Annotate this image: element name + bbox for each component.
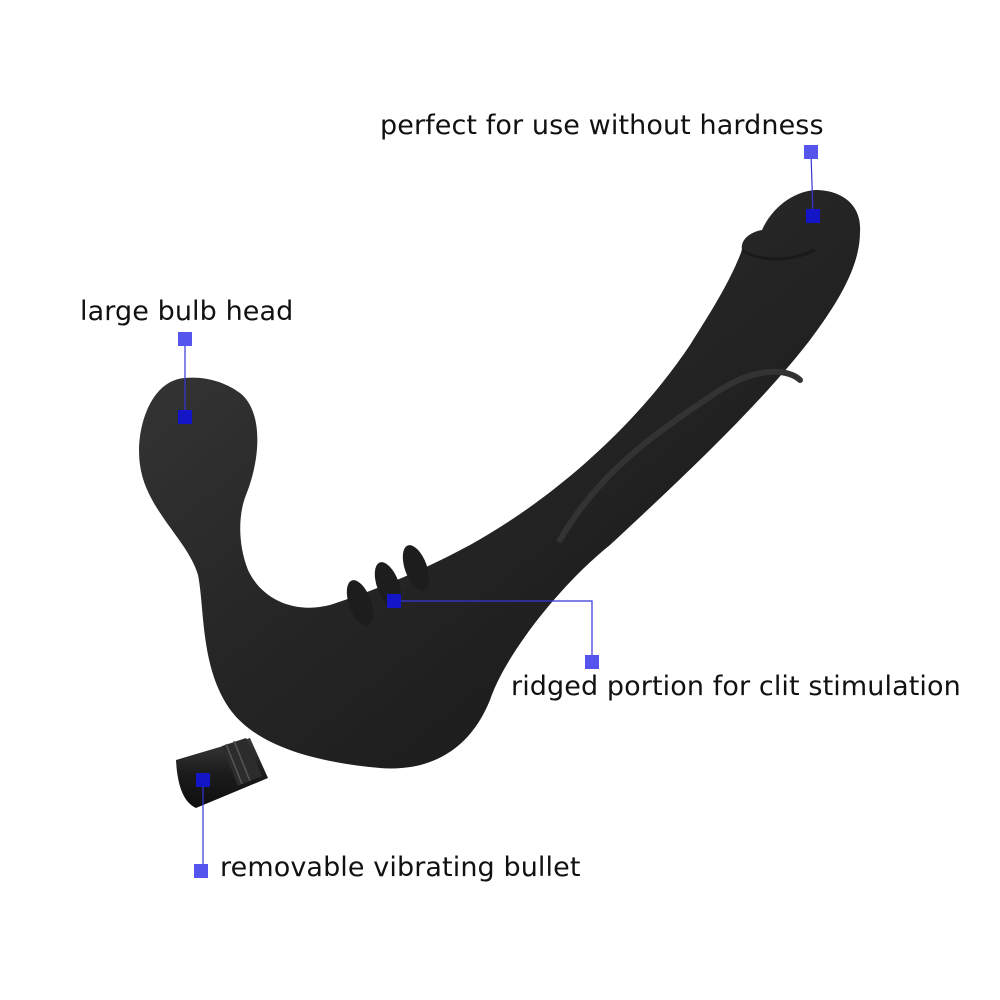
leader-line-tip (810, 152, 814, 217)
callout-label-bulb: large bulb head (80, 296, 294, 327)
callout-leaders (184, 152, 814, 872)
product-body (139, 190, 861, 769)
marker-bulb-outer (178, 332, 192, 346)
marker-ridge-outer (585, 655, 599, 669)
marker-tip-outer (804, 145, 818, 159)
marker-tip-inner (806, 209, 820, 223)
leader-line-ridge (394, 600, 593, 661)
vibrating-bullet (176, 738, 268, 808)
marker-ridge-inner (387, 594, 401, 608)
marker-bulb-inner (178, 410, 192, 424)
marker-bullet-inner (196, 773, 210, 787)
callout-label-tip: perfect for use without hardness (380, 110, 824, 141)
callout-markers (178, 145, 820, 878)
callout-label-bullet: removable vibrating bullet (220, 852, 581, 883)
callout-label-ridge: ridged portion for clit stimulation (511, 671, 961, 702)
marker-bullet-outer (194, 864, 208, 878)
